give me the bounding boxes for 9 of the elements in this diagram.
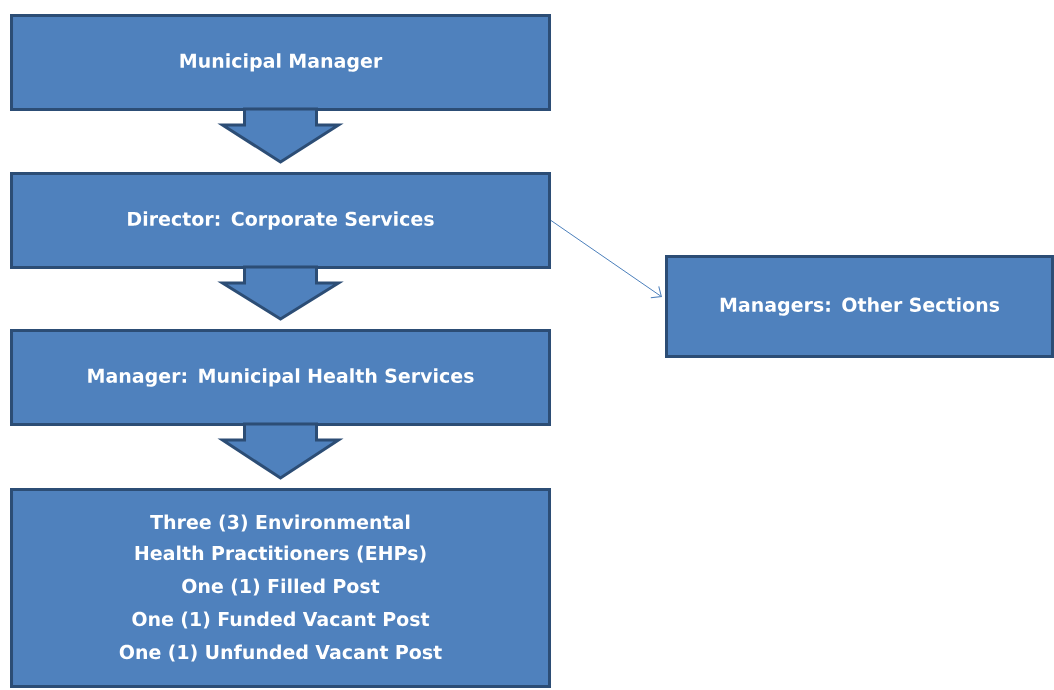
org-box: Municipal Manager [10,14,551,111]
org-box: Manager: Municipal Health Services [10,329,551,426]
block-arrow [217,422,344,480]
block-arrow [217,265,344,321]
org-box: Three (3) Environmental Health Practitioners (EHPs) One (1) Filled Post One (1) Funded Vacant Post One (1) Unfunded Vacant Post [10,488,551,688]
arrow [550,220,662,299]
org-box: Director: Corporate Services [10,172,551,269]
org-box: Managers: Other Sections [665,255,1054,358]
block-arrow [217,107,344,164]
